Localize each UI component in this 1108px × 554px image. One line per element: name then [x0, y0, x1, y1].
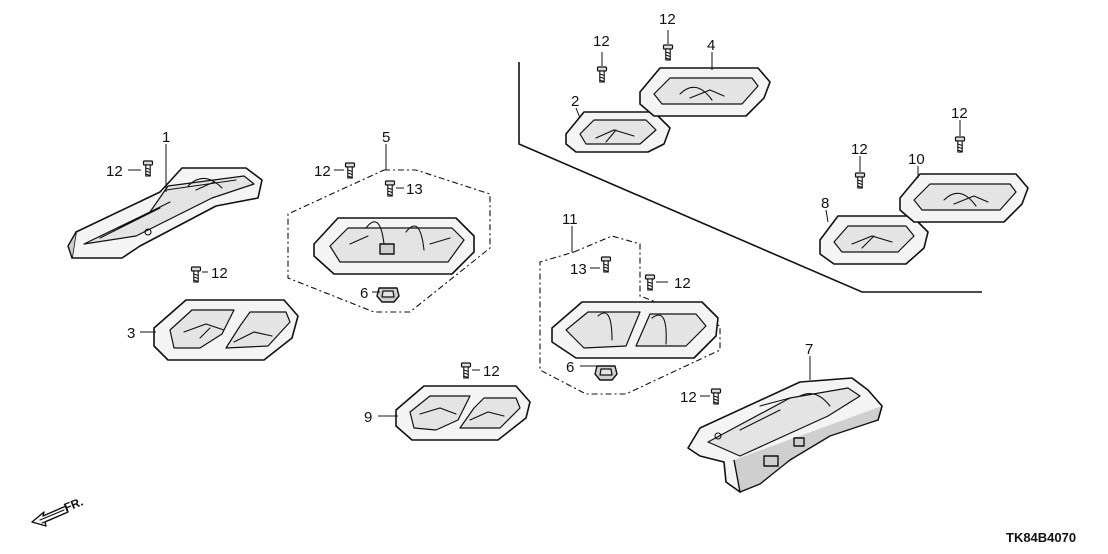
callout-4: 4 — [707, 37, 715, 54]
part-2-lamp-lens — [565, 111, 671, 153]
part-8-lamp-lens — [819, 215, 929, 265]
leader-lines — [128, 30, 961, 417]
callout-12: 12 — [851, 141, 868, 158]
part-3-lamp-bezel — [153, 299, 299, 361]
bolt-12-near-part-3 — [190, 266, 202, 283]
callout-6: 6 — [360, 285, 368, 302]
callout-13: 13 — [406, 181, 423, 198]
bolt-12-near-part-4 — [662, 44, 674, 61]
callout-10: 10 — [908, 151, 925, 168]
callout-3: 3 — [127, 325, 135, 342]
callout-12: 12 — [593, 33, 610, 50]
callout-6: 6 — [566, 359, 574, 376]
clip-part-6-left — [376, 287, 400, 303]
part-11-assembly-frame — [539, 235, 721, 395]
callout-11: 11 — [562, 211, 578, 228]
front-direction-marker: FR. — [31, 495, 85, 527]
diagram-code: TK84B4070 — [1006, 530, 1076, 545]
bolt-12-near-part-10 — [954, 136, 966, 153]
callout-2: 2 — [571, 93, 579, 110]
bolt-12-near-part-8 — [854, 172, 866, 189]
part-4-lamp-lens — [639, 67, 771, 117]
callout-12: 12 — [659, 11, 676, 28]
part-5-assembly-frame — [287, 169, 491, 313]
part-5-console-housing — [313, 217, 475, 275]
group-frame-line — [518, 62, 982, 293]
callout-12: 12 — [680, 389, 697, 406]
callout-1: 1 — [162, 129, 170, 146]
callout-12: 12 — [674, 275, 691, 292]
part-1-roof-console — [67, 167, 263, 259]
callout-13: 13 — [570, 261, 587, 278]
part-10-lamp-lens — [899, 173, 1029, 223]
part-7-roof-console — [687, 377, 883, 493]
callout-12: 12 — [951, 105, 968, 122]
part-11-console-housing — [551, 301, 719, 359]
callout-12: 12 — [483, 363, 500, 380]
bolt-12-near-part-2 — [596, 66, 608, 83]
callout-12: 12 — [211, 265, 228, 282]
bolt-12-near-part-1 — [142, 160, 154, 177]
bolt-12-near-part-7 — [710, 388, 722, 405]
clip-part-6-center — [594, 365, 618, 381]
callout-12: 12 — [106, 163, 123, 180]
callout-8: 8 — [821, 195, 829, 212]
callout-9: 9 — [364, 409, 372, 426]
callout-labels: 1 12 12 3 5 12 13 6 11 13 12 6 12 9 7 12… — [106, 11, 968, 426]
bolt-12-near-part-11 — [644, 274, 656, 291]
callout-12: 12 — [314, 163, 331, 180]
part-9-lamp-bezel — [395, 385, 531, 441]
bolt-13-near-part-11 — [600, 256, 612, 273]
callout-5: 5 — [382, 129, 390, 146]
bolt-12-near-part-5 — [344, 162, 356, 179]
bolt-13-near-part-5 — [384, 180, 396, 197]
front-label: FR. — [62, 495, 85, 515]
bolt-12-near-part-9 — [460, 362, 472, 379]
callout-7: 7 — [805, 341, 813, 358]
